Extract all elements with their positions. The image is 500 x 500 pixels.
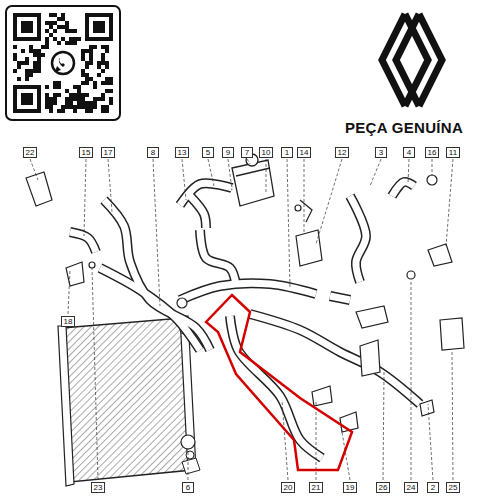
callout-number: 14 xyxy=(297,147,312,158)
callout-number: 19 xyxy=(343,482,358,493)
small-parts xyxy=(26,172,464,449)
leader-line xyxy=(266,159,267,192)
highlight-outline xyxy=(206,295,352,470)
callout-number: 21 xyxy=(309,482,324,493)
callout-number: 25 xyxy=(446,482,461,493)
callout-number: 3 xyxy=(375,147,387,158)
callout-number: 8 xyxy=(147,147,159,158)
leader-line xyxy=(370,159,381,186)
leader-line xyxy=(316,400,317,480)
callout-number: 20 xyxy=(281,482,296,493)
leader-line xyxy=(228,159,232,190)
brand-logo xyxy=(382,14,442,106)
leader-line xyxy=(282,400,288,480)
callout-number: 6 xyxy=(182,482,194,493)
leader-line xyxy=(432,159,433,176)
callout-number: 1 xyxy=(281,147,293,158)
leader-lines xyxy=(30,159,453,480)
callout-number: 10 xyxy=(259,147,274,158)
leader-line xyxy=(188,448,189,480)
qr-code xyxy=(13,13,113,113)
qr-frame xyxy=(6,6,120,120)
leader-line xyxy=(30,159,38,180)
expansion-tank xyxy=(232,154,274,206)
leader-line xyxy=(68,270,70,314)
callout-number: 2 xyxy=(427,482,439,493)
hoses xyxy=(70,182,420,458)
leader-line xyxy=(84,159,86,236)
leader-line xyxy=(452,350,453,480)
leader-line xyxy=(304,159,305,234)
callout-number: 7 xyxy=(241,147,253,158)
leader-line xyxy=(446,159,453,246)
leader-line xyxy=(208,159,214,186)
callout-number: 12 xyxy=(335,147,350,158)
callout-number: 23 xyxy=(91,482,106,493)
callout-number: 13 xyxy=(175,147,190,158)
leader-line xyxy=(247,159,250,164)
leader-line xyxy=(182,159,186,200)
callout-number: 4 xyxy=(403,147,415,158)
leader-line xyxy=(408,159,409,184)
callout-number: 24 xyxy=(404,482,419,493)
callout-number: 9 xyxy=(222,147,234,158)
callout-number: 22 xyxy=(23,147,38,158)
leader-line xyxy=(411,280,412,480)
callout-number: 18 xyxy=(61,316,76,327)
leader-line xyxy=(428,404,433,480)
callout-number: 11 xyxy=(446,147,460,158)
leader-line xyxy=(383,372,384,480)
leader-line xyxy=(153,159,160,306)
leader-line xyxy=(287,159,290,288)
callout-number: 16 xyxy=(425,147,440,158)
leader-line xyxy=(92,268,98,480)
leader-line xyxy=(108,159,112,212)
brand-text: PEÇA GENUÍNA xyxy=(345,119,463,136)
leader-line xyxy=(316,159,342,244)
callout-number: 17 xyxy=(101,147,116,158)
radiator xyxy=(58,316,200,486)
callout-number: 5 xyxy=(202,147,214,158)
callout-number: 26 xyxy=(376,482,391,493)
callout-number: 15 xyxy=(79,147,94,158)
